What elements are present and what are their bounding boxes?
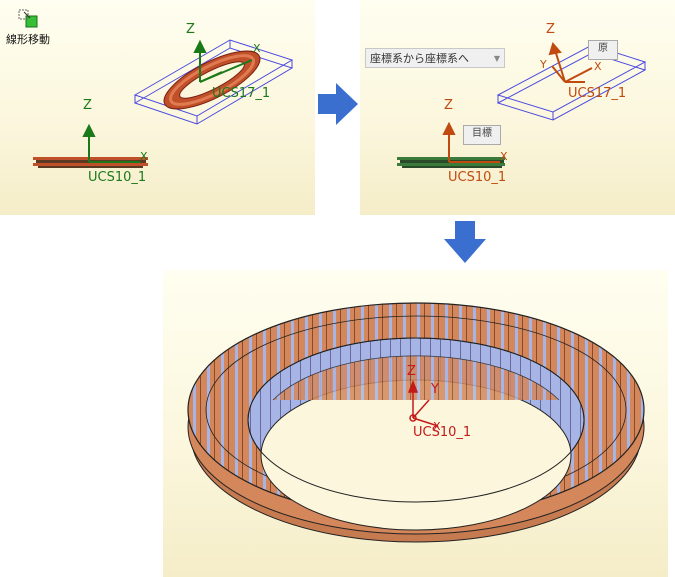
axis-y-label: Y <box>431 382 439 397</box>
viewport-before-drawing <box>33 39 294 168</box>
viewport-dialog[interactable]: 座標系から座標系へ ▼ Z Y X UCS17_1 原 Z X UCS10_1 … <box>360 0 675 215</box>
ucs-label: UCS17_1 <box>212 86 271 101</box>
linear-move-button[interactable]: 線形移動 <box>3 3 53 51</box>
axis-z-label: Z <box>546 22 555 37</box>
origin-pick-button[interactable]: 原 <box>588 40 618 60</box>
axis-triad-result <box>407 379 439 427</box>
linear-move-icon <box>16 7 40 29</box>
axis-z-label: Z <box>407 364 416 379</box>
axis-x-label: X <box>253 42 261 55</box>
axis-triad-lower <box>82 123 140 163</box>
viewport-dialog-drawing <box>397 41 647 168</box>
axis-x-label: X <box>500 150 508 163</box>
axis-triad-lower <box>442 121 500 163</box>
axis-triad-upper <box>193 39 253 83</box>
axis-x-label: X <box>433 420 441 433</box>
ucs-label: UCS10_1 <box>88 170 147 185</box>
axis-y-label: Y <box>540 58 547 71</box>
axis-x-label: X <box>140 150 148 163</box>
ring-part-result[interactable] <box>187 302 645 543</box>
target-pick-button[interactable]: 目標 <box>463 125 501 145</box>
axis-z-label: Z <box>83 98 92 113</box>
axis-z-label: Z <box>444 98 453 113</box>
ucs-label: UCS10_1 <box>448 170 507 185</box>
transform-mode-select[interactable]: 座標系から座標系へ ▼ <box>365 48 505 68</box>
viewport-result[interactable]: Z Y X UCS10_1 <box>163 270 668 577</box>
axis-triad-upper <box>548 41 593 83</box>
ring-part-upper[interactable] <box>157 40 268 120</box>
viewport-result-drawing <box>187 302 645 543</box>
ucs-label: UCS10_1 <box>413 425 472 440</box>
viewport-before[interactable]: 線形移動 Z X UCS17_1 Z X UCS10_1 <box>0 0 315 215</box>
transform-mode-value: 座標系から座標系へ <box>370 52 469 65</box>
chevron-down-icon: ▼ <box>493 54 500 63</box>
axis-x-label: X <box>594 60 602 73</box>
linear-move-label: 線形移動 <box>6 33 50 46</box>
axis-z-label: Z <box>186 22 195 37</box>
ucs-label: UCS17_1 <box>568 86 627 101</box>
